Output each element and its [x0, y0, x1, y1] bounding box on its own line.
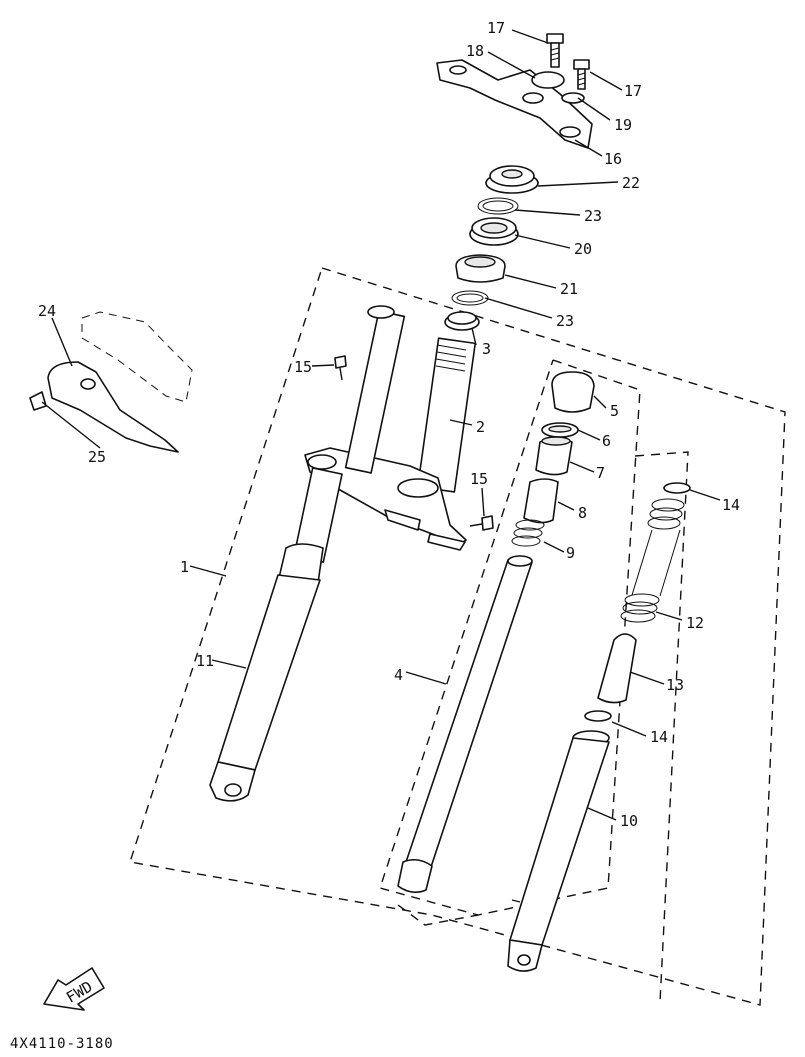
label-4: 4: [394, 666, 403, 684]
label-24: 24: [38, 302, 56, 320]
label-11: 11: [196, 652, 214, 670]
label-1: 1: [180, 558, 189, 576]
label-3: 3: [482, 340, 491, 358]
label-10: 10: [620, 812, 638, 830]
leader-lines: [41, 29, 721, 821]
steering-bearing-set: [444, 165, 539, 331]
label-15a: 15: [294, 358, 312, 376]
label-17a: 17: [487, 19, 505, 37]
label-13: 13: [666, 676, 684, 694]
label-8: 8: [578, 504, 587, 522]
label-6: 6: [602, 432, 611, 450]
label-21: 21: [560, 280, 578, 298]
label-25: 25: [88, 448, 106, 466]
label-15b: 15: [470, 470, 488, 488]
label-22: 22: [622, 174, 640, 192]
label-23b: 23: [556, 312, 574, 330]
label-20: 20: [574, 240, 592, 258]
fork-cover: [29, 311, 193, 453]
inner-tube-assembly: [397, 371, 595, 894]
drawing-code: 4X4110-3180: [10, 1036, 114, 1052]
label-5: 5: [610, 402, 619, 420]
label-14a: 14: [722, 496, 740, 514]
label-9: 9: [566, 544, 575, 562]
label-12: 12: [686, 614, 704, 632]
label-7: 7: [596, 464, 605, 482]
right-fork-parts: [507, 482, 691, 972]
forward-arrow-icon: FWD: [43, 967, 105, 1011]
label-14b: 14: [650, 728, 668, 746]
left-fork-leg: [209, 305, 406, 802]
part-labels: 17 18 17 19 16 22 23 20 21 23 3 2 5 6 7 …: [38, 19, 740, 830]
label-23a: 23: [584, 207, 602, 225]
label-2: 2: [476, 418, 485, 436]
label-18: 18: [466, 42, 484, 60]
upper-bracket-assembly: [436, 33, 593, 149]
label-19: 19: [614, 116, 632, 134]
label-17b: 17: [624, 82, 642, 100]
label-16: 16: [604, 150, 622, 168]
